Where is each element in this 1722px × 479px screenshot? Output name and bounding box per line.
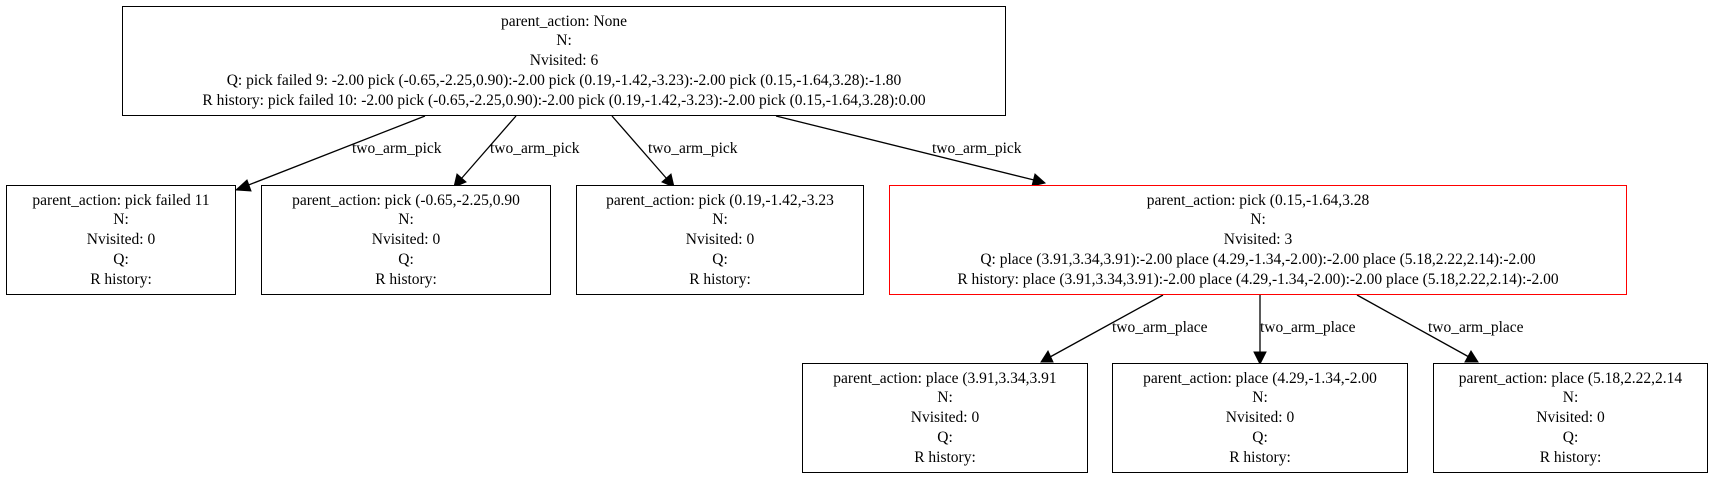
node-r-history: R history:: [1539, 448, 1602, 466]
edge-pick-c-to-place-c: [1356, 294, 1470, 358]
node-n: N:: [937, 389, 953, 407]
node-n: N:: [556, 32, 572, 50]
edge-root-to-pick-c: [775, 115, 1035, 181]
edge-root-to-pick-b: [611, 115, 668, 180]
node-n: N:: [398, 211, 414, 229]
arrowhead-pick-b: [661, 173, 675, 188]
node-root: parent_action: None N: Nvisited: 6 Q: pi…: [122, 6, 1006, 116]
node-n: N:: [1562, 389, 1579, 407]
node-q: Q:: [937, 428, 953, 446]
node-parent-action: parent_action: pick (-0.65,-2.25,0.90: [292, 191, 520, 209]
edge-label-root-pick-c: two_arm_pick: [932, 140, 1022, 157]
node-place-b: parent_action: place (4.29,-1.34,-2.00 N…: [1112, 363, 1408, 473]
edge-label-root-pick-failed: two_arm_pick: [352, 140, 442, 157]
node-place-a: parent_action: place (3.91,3.34,3.91 N: …: [802, 363, 1088, 473]
node-n: N:: [1250, 211, 1266, 229]
node-nvisited: Nvisited: 6: [529, 52, 599, 70]
node-nvisited: Nvisited: 0: [86, 231, 156, 249]
edge-label-root-pick-b: two_arm_pick: [648, 140, 738, 157]
node-place-c: parent_action: place (5.18,2.22,2.14 N: …: [1433, 363, 1708, 473]
node-q: Q: place (3.91,3.34,3.91):-2.00 place (4…: [980, 250, 1536, 268]
node-q: Q:: [1562, 428, 1579, 446]
edge-root-to-pick-a: [460, 115, 517, 180]
node-r-history: R history:: [90, 270, 152, 288]
node-n: N:: [712, 211, 728, 229]
node-n: N:: [1252, 389, 1268, 407]
node-parent-action: parent_action: pick failed 11: [32, 191, 210, 209]
node-pick-failed: parent_action: pick failed 11 N: Nvisite…: [6, 185, 236, 295]
arrowhead-pick-failed: [234, 179, 252, 192]
node-nvisited: Nvisited: 0: [371, 231, 441, 249]
node-q: Q:: [113, 250, 129, 268]
node-q: Q:: [712, 250, 728, 268]
node-q: Q:: [398, 250, 414, 268]
arrowhead-pick-a: [453, 173, 467, 188]
node-r-history: R history:: [375, 270, 437, 288]
node-parent-action: parent_action: pick (0.19,-1.42,-3.23: [606, 191, 834, 209]
arrowhead-pick-c: [1031, 173, 1047, 187]
node-parent-action: parent_action: None: [500, 12, 628, 30]
arrowhead-place-b: [1253, 351, 1267, 366]
node-r-history: R history: place (3.91,3.34,3.91):-2.00 …: [957, 270, 1559, 288]
node-n: N:: [113, 211, 129, 229]
node-pick-b: parent_action: pick (0.19,-1.42,-3.23 N:…: [576, 185, 864, 295]
node-parent-action: parent_action: place (4.29,-1.34,-2.00: [1143, 369, 1377, 387]
edge-root-to-pick-failed: [245, 115, 426, 187]
node-parent-action: parent_action: place (5.18,2.22,2.14: [1458, 369, 1683, 387]
node-r-history: R history:: [1229, 448, 1291, 466]
node-q: Q:: [1252, 428, 1268, 446]
arrowhead-place-c: [1464, 350, 1479, 363]
node-nvisited: Nvisited: 0: [910, 409, 980, 427]
node-nvisited: Nvisited: 3: [1223, 231, 1293, 249]
node-r-history: R history:: [914, 448, 976, 466]
node-pick-c: parent_action: pick (0.15,-1.64,3.28 N: …: [889, 185, 1627, 295]
node-nvisited: Nvisited: 0: [1536, 409, 1605, 427]
edge-label-pick-c-place-c: two_arm_place: [1428, 319, 1524, 336]
edge-label-root-pick-a: two_arm_pick: [490, 140, 580, 157]
arrowhead-place-a: [1040, 349, 1054, 363]
node-parent-action: parent_action: pick (0.15,-1.64,3.28: [1146, 191, 1370, 209]
node-nvisited: Nvisited: 0: [685, 231, 755, 249]
node-q: Q: pick failed 9: -2.00 pick (-0.65,-2.2…: [226, 71, 902, 89]
edge-label-pick-c-place-a: two_arm_place: [1112, 319, 1208, 336]
edge-pick-c-to-place-a: [1049, 294, 1164, 358]
node-nvisited: Nvisited: 0: [1225, 409, 1295, 427]
edge-label-pick-c-place-b: two_arm_place: [1260, 319, 1356, 336]
node-r-history: R history: pick failed 10: -2.00 pick (-…: [202, 91, 926, 109]
node-r-history: R history:: [689, 270, 751, 288]
node-parent-action: parent_action: place (3.91,3.34,3.91: [833, 369, 1057, 387]
node-pick-a: parent_action: pick (-0.65,-2.25,0.90 N:…: [261, 185, 551, 295]
